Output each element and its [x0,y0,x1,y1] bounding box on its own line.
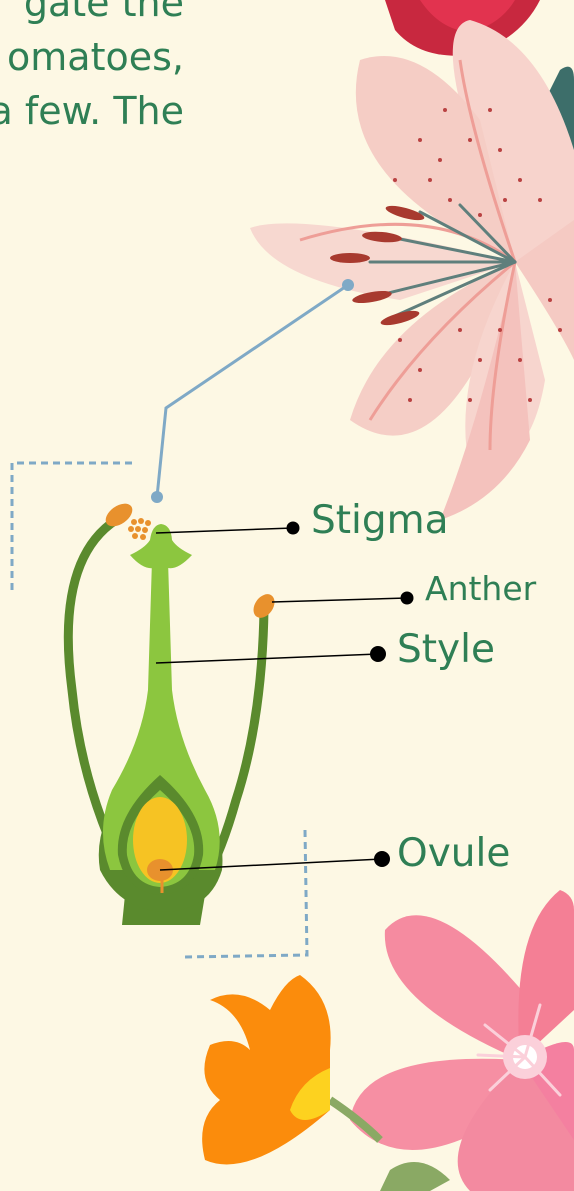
label-stigma: Stigma [311,501,449,540]
label-anther: Anther [425,572,536,605]
lily-flower-icon [250,20,574,520]
stigma-leader-dot [287,522,300,535]
callout-line [157,285,348,497]
callout-dot-stigma [151,491,163,503]
anther-leader-dot [401,592,414,605]
style-leader-dot [370,646,386,662]
callout-dot-lily [342,279,354,291]
stigma-leader [156,528,293,533]
hibiscus-flower-icon [350,890,574,1191]
anther-leader [272,598,407,602]
ovule-leader-dot [374,851,390,867]
label-style: Style [397,630,495,669]
label-ovule: Ovule [397,834,510,873]
pistil-diagram [68,499,279,925]
style-leader [156,654,378,663]
